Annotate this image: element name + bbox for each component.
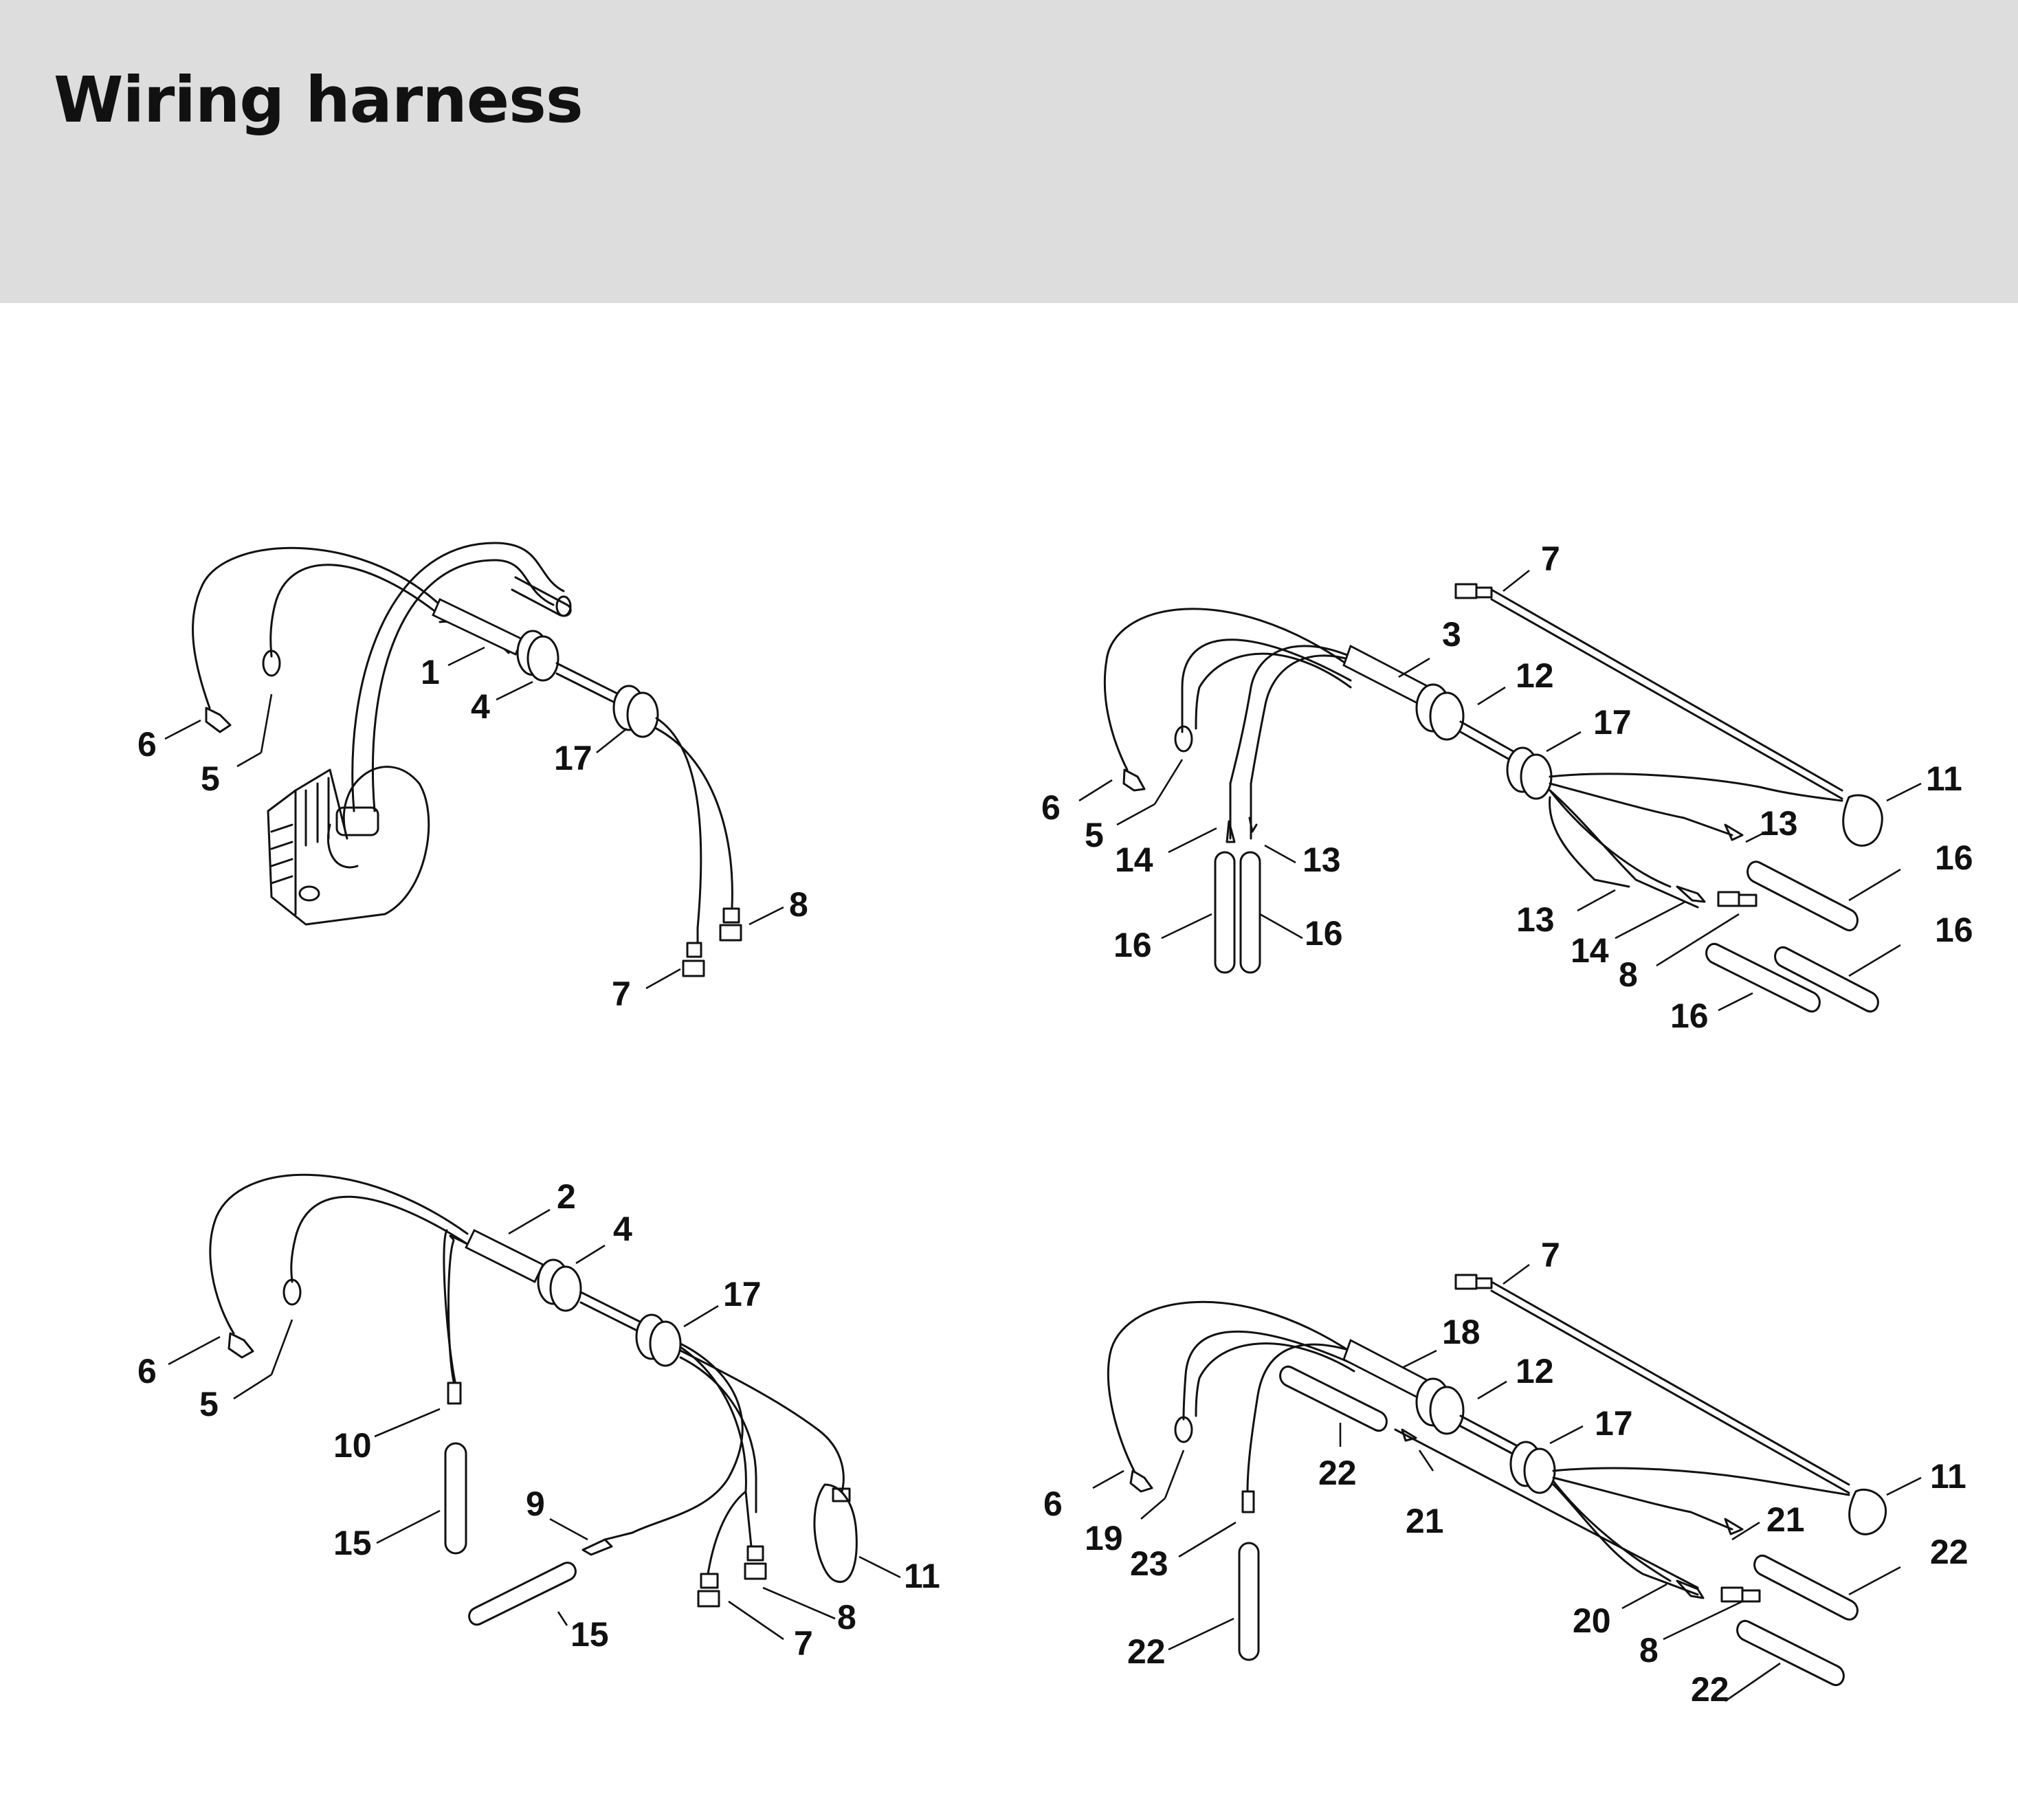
callout-label: 4 <box>471 687 490 726</box>
callout-label: 11 <box>1926 759 1962 798</box>
callout-label: 5 <box>199 1385 219 1423</box>
harness-variant-2: 7 3 12 17 11 13 6 5 14 13 16 16 16 13 14… <box>1041 540 1973 1035</box>
callout-label: 11 <box>904 1557 940 1595</box>
callout-label: 8 <box>1619 955 1638 994</box>
callout-label: 9 <box>526 1485 545 1523</box>
callout-label: 23 <box>1130 1544 1168 1583</box>
callout-label: 17 <box>723 1275 762 1313</box>
callout-label: 14 <box>1571 931 1609 970</box>
ignition-module <box>267 766 430 926</box>
callout-label: 16 <box>1305 914 1343 953</box>
callout-label: 1 <box>421 653 440 691</box>
callout-label: 12 <box>1516 656 1554 695</box>
callout-label: 16 <box>1935 911 1973 949</box>
callout-label: 7 <box>1541 1236 1560 1274</box>
callout-label: 6 <box>1041 788 1061 827</box>
callout-label: 5 <box>1085 816 1104 854</box>
harness-variant-4: 7 18 12 17 11 6 19 23 22 22 21 21 20 8 2… <box>1043 1236 1969 1709</box>
callout-label: 8 <box>837 1598 856 1636</box>
callout-label: 16 <box>1670 997 1709 1035</box>
callout-label: 12 <box>1516 1352 1554 1390</box>
callout-label: 6 <box>1043 1485 1063 1523</box>
callout-label: 3 <box>1442 615 1461 654</box>
callout-label: 21 <box>1766 1500 1805 1539</box>
callout-label: 16 <box>1935 839 1973 877</box>
callout-label: 22 <box>1318 1454 1357 1492</box>
callout-label: 4 <box>613 1210 632 1248</box>
callout-label: 18 <box>1442 1313 1481 1351</box>
callout-label: 6 <box>137 725 157 764</box>
callout-label: 22 <box>1930 1533 1969 1571</box>
callout-label: 7 <box>612 975 631 1013</box>
callout-label: 17 <box>1593 703 1632 742</box>
callout-label: 15 <box>333 1524 372 1562</box>
callout-label: 2 <box>557 1177 576 1216</box>
callout-label: 10 <box>333 1426 372 1465</box>
page-header: Wiring harness <box>0 0 2018 303</box>
harness-variant-3: 2 4 17 6 5 10 9 15 15 11 8 7 <box>137 1173 940 1663</box>
callout-label: 17 <box>1595 1404 1633 1443</box>
callout-label: 8 <box>1639 1631 1659 1669</box>
callout-label: 6 <box>137 1352 157 1390</box>
callout-label: 11 <box>1930 1457 1966 1496</box>
callout-label: 13 <box>1302 841 1341 879</box>
callout-label: 7 <box>1541 540 1560 578</box>
callout-label: 16 <box>1113 926 1152 964</box>
callout-label: 21 <box>1406 1502 1444 1540</box>
callout-label: 8 <box>789 885 808 924</box>
callout-label: 22 <box>1127 1632 1166 1671</box>
callout-label: 19 <box>1085 1519 1123 1557</box>
harness-variant-1: 1 4 17 6 5 8 7 <box>137 542 808 1013</box>
callout-label: 13 <box>1760 804 1798 843</box>
callout-label: 15 <box>570 1615 609 1654</box>
callout-label: 14 <box>1115 841 1153 879</box>
callout-label: 7 <box>794 1624 813 1663</box>
callout-label: 5 <box>201 759 220 798</box>
page-title: Wiring harness <box>54 63 584 137</box>
callout-label: 22 <box>1691 1670 1729 1709</box>
callout-label: 17 <box>554 739 592 777</box>
callout-label: 20 <box>1573 1601 1611 1640</box>
callout-label: 13 <box>1516 900 1555 939</box>
